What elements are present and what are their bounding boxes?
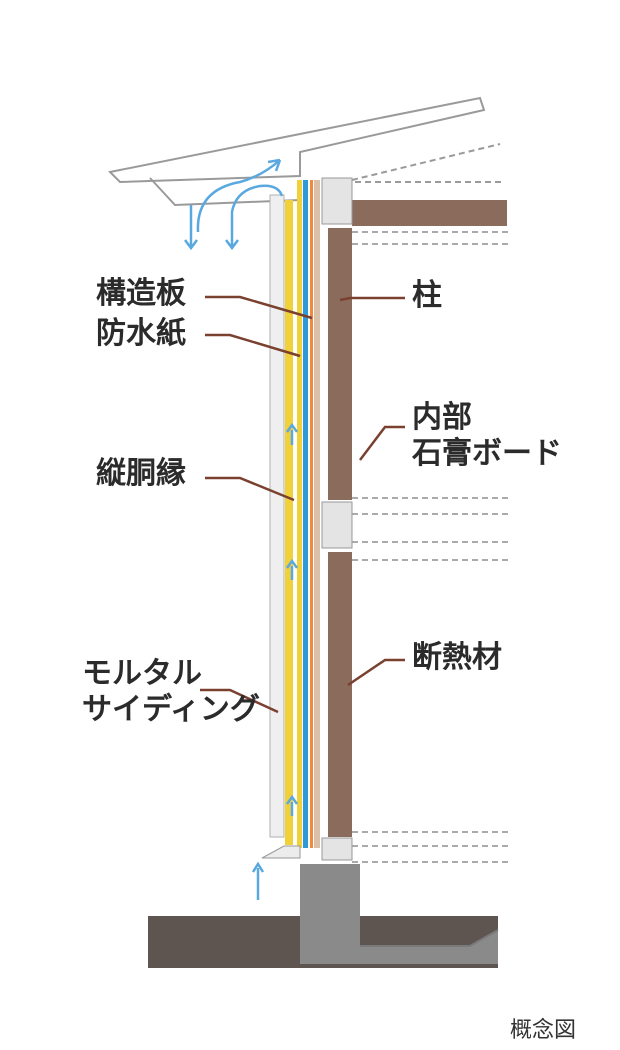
label-interior: 内部 bbox=[412, 400, 472, 435]
wall-layers bbox=[261, 180, 320, 859]
label-mortar-siding: モルタル サイディング bbox=[82, 656, 260, 728]
label-insulation: 断熱材 bbox=[412, 640, 502, 675]
label-column: 柱 bbox=[412, 278, 442, 313]
foundation bbox=[148, 864, 499, 968]
label-interior-gypsum: 内部 石膏ボード bbox=[412, 400, 562, 472]
floor-beam-lower bbox=[352, 831, 510, 863]
airflow-arrows bbox=[184, 158, 299, 900]
waterproof-paper-layer bbox=[303, 180, 308, 848]
caption-concept-diagram: 概念図 bbox=[510, 1018, 577, 1043]
structural-board-layer bbox=[310, 180, 313, 848]
roof-eave bbox=[107, 96, 505, 207]
floor-beam-upper bbox=[352, 200, 510, 245]
siding-layer bbox=[269, 194, 285, 838]
label-waterproof-paper: 防水紙 bbox=[96, 316, 186, 351]
label-vertical-batten: 縦胴縁 bbox=[96, 456, 186, 491]
label-structural-board: 構造板 bbox=[96, 276, 186, 311]
label-mortar: モルタル bbox=[82, 656, 202, 691]
floor-beam-middle bbox=[352, 497, 510, 561]
label-gypsum-board: 石膏ボード bbox=[412, 436, 562, 471]
label-siding: サイディング bbox=[82, 692, 260, 727]
column bbox=[321, 177, 353, 861]
batten-layer bbox=[285, 200, 293, 845]
leader-lines bbox=[200, 295, 405, 714]
